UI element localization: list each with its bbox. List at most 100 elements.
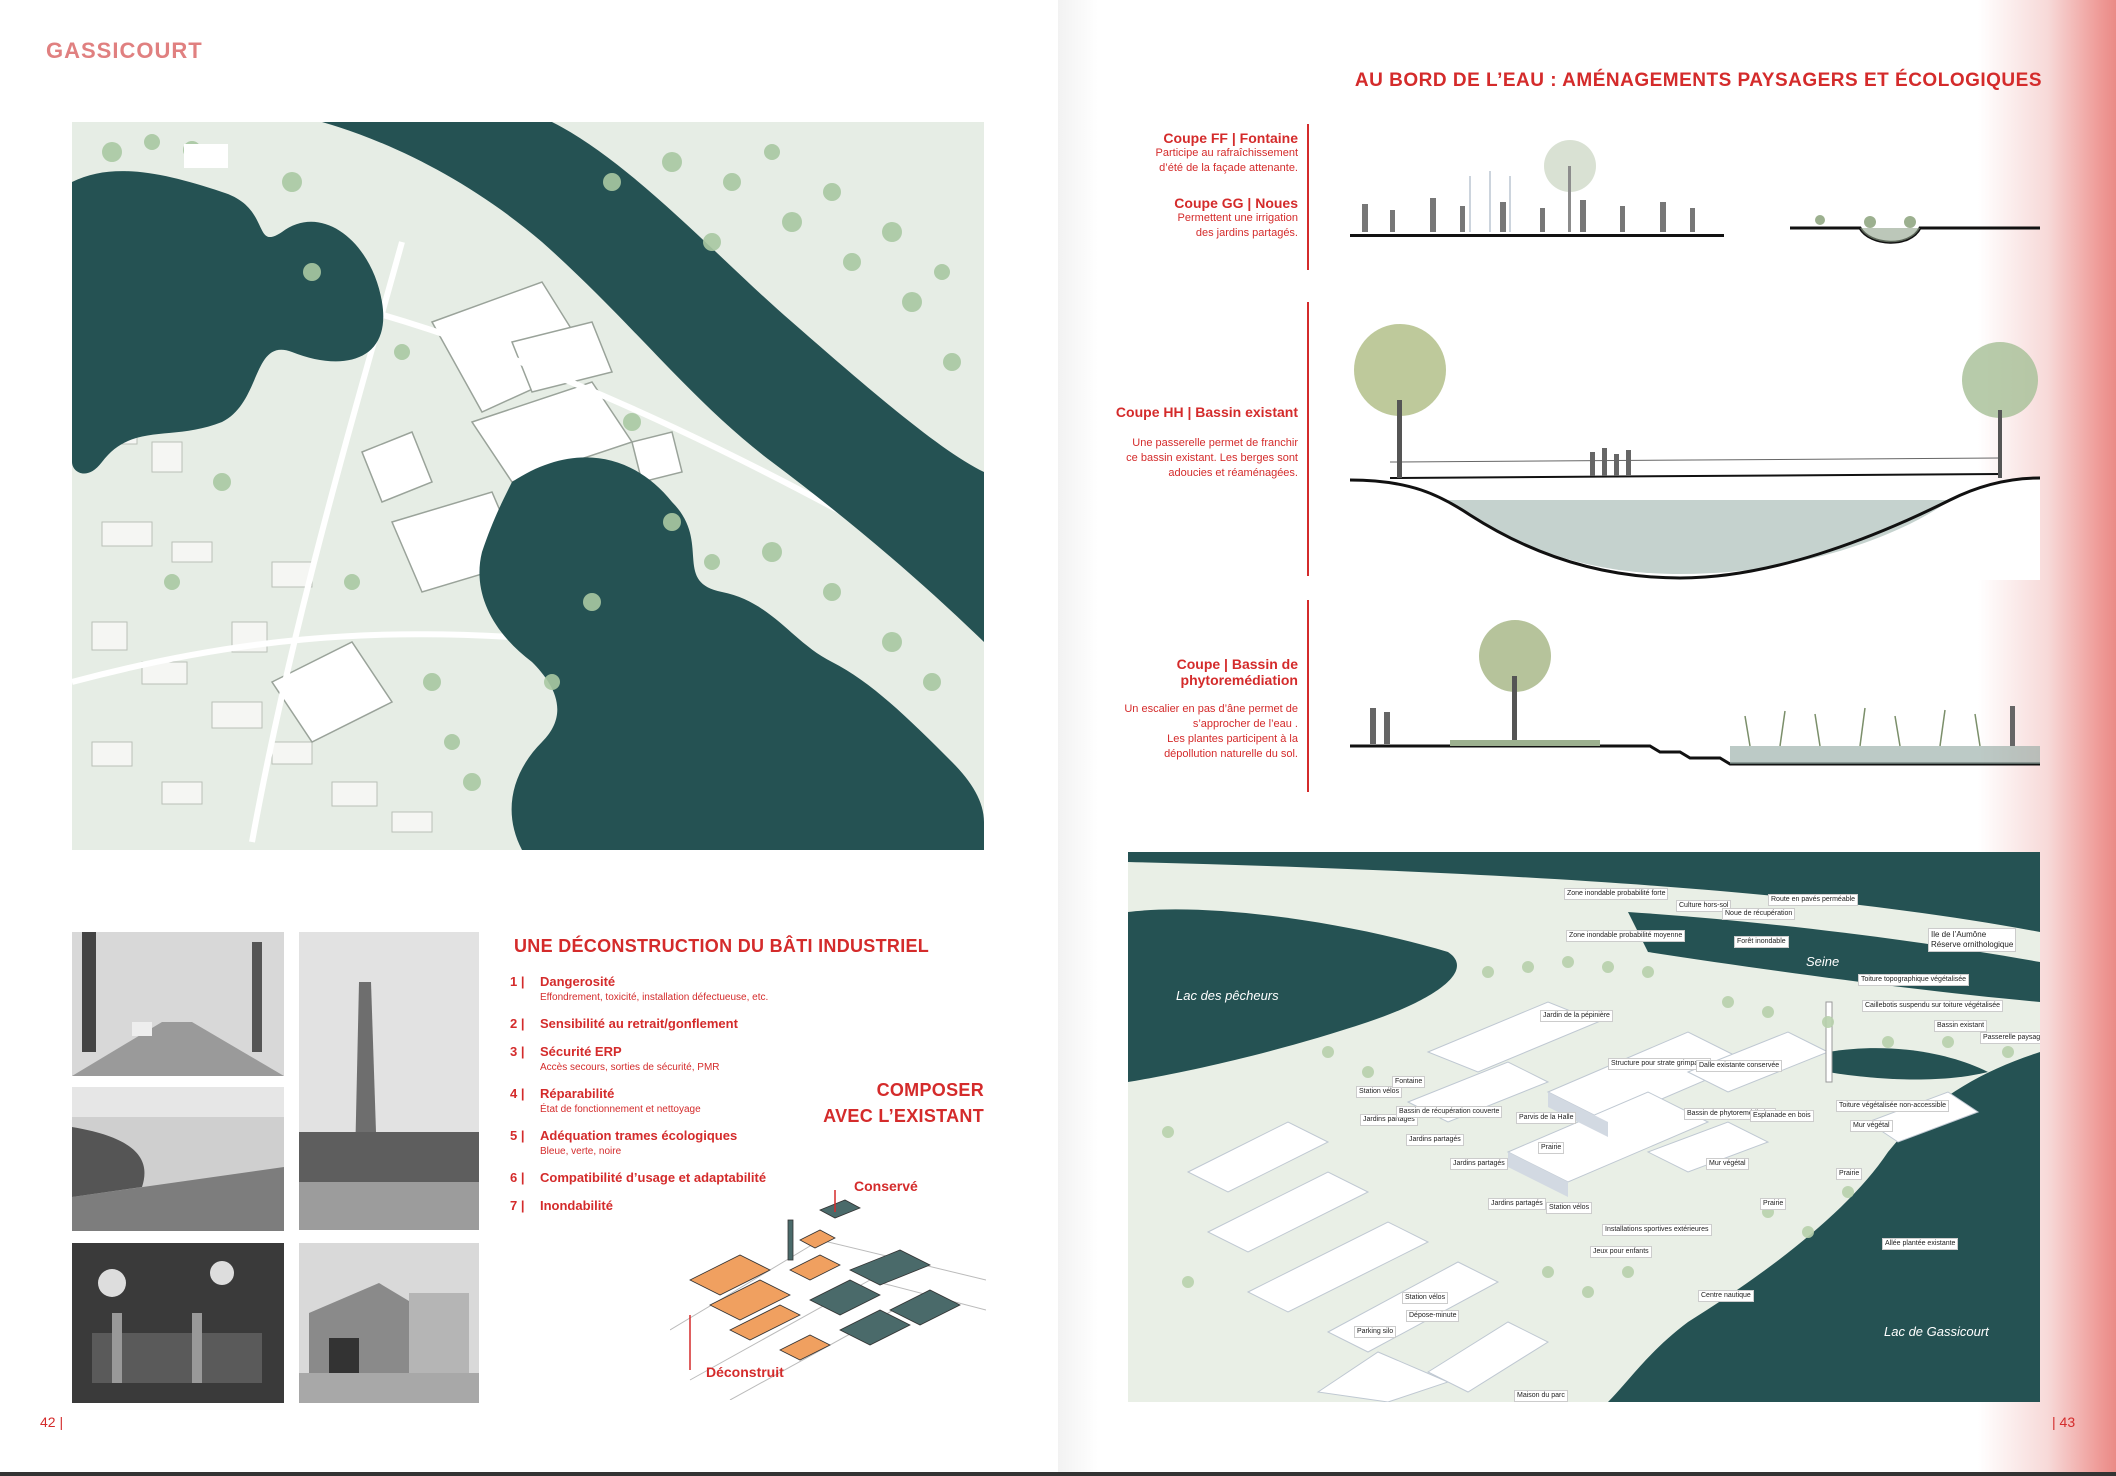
section-title: Coupe | Bassin de [1176,656,1298,672]
annotation-label: Mur végétal [1850,1120,1893,1132]
section-title: Coupe HH | Bassin existant [1115,404,1298,420]
composer-title-line2: AVEC L’EXISTANT [823,1106,984,1126]
section-desc-line: Une passerelle permet de franchir [1132,437,1298,449]
annotation-label: Route en pavés perméable [1768,894,1859,906]
photo-warehouse [299,1243,479,1403]
road-photo [72,1087,284,1231]
interior-photo [72,1243,284,1403]
section-caption-gg: Coupe GG | Noues Permettent une irrigati… [1038,195,1298,241]
annotation-label: Jardins partagés [1406,1134,1464,1146]
annotation-label: Dalle existante conservée [1696,1060,1783,1072]
criterion-number: 1 | [510,974,525,989]
annotation-label: Jeux pour enfants [1590,1246,1652,1258]
criterion-number: 6 | [510,1170,525,1185]
section-desc-line: adoucies et réaménagées. [1168,467,1298,479]
criterion-number: 7 | [510,1198,525,1213]
criterion-title: Inondabilité [540,1198,613,1213]
criterion-title: Dangerosité [540,974,616,989]
conserve-label: Conservé [854,1178,918,1194]
ile-label-line2: Réserve ornithologique [1931,940,2014,949]
criterion-detail: Effondrement, toxicité, installation déf… [540,992,769,1003]
section-ff-gg-svg [1350,140,2040,244]
annotation-label: Toiture topographique végétalisée [1858,974,1970,986]
section-desc-line: Les plantes participent à la [1167,733,1298,745]
site-plan-drawing [72,122,984,850]
section-hh-svg [1350,324,2040,580]
annotation-label: Prairie [1760,1198,1787,1210]
annotation-label: Zone inondable probabilité forte [1564,888,1669,900]
annotation-label: Structure pour strate grimpante [1608,1058,1711,1070]
divider-line [1307,600,1309,792]
criterion-title: Compatibilité d’usage et adaptabilité [540,1170,767,1185]
annotation-label: Prairie [1538,1142,1565,1154]
section-desc-line: Participe au rafraîchissement [1155,147,1298,159]
axonometric-inset: Conservé Déconstruit [669,1178,987,1401]
section-desc-line: des jardins partagés. [1195,227,1298,239]
section-title-line2: phytoremédiation [1180,672,1298,688]
annotation-label: Fontaine [1392,1076,1426,1088]
criterion-title: Sensibilité au retrait/gonflement [540,1016,738,1031]
place-lac-pecheurs: Lac des pêcheurs [1176,988,1279,1003]
annotation-label: Station vélos [1402,1292,1449,1304]
criterion-title: Sécurité ERP [540,1044,622,1059]
photo-chimney [299,932,479,1230]
annotation-label: Culture hors-sol [1676,900,1732,912]
criterion-number: 5 | [510,1128,525,1143]
annotation-label: Centre nautique [1698,1290,1754,1302]
annotation-label: Bassin de récupération couverte [1396,1106,1503,1118]
annotation-label: Caillebotis suspendu sur toiture végétal… [1862,1000,2004,1012]
criterion-title: Réparabilité [540,1086,615,1101]
place-lac-gassicourt: Lac de Gassicourt [1884,1324,1989,1339]
annotation-label: Jardins partagés [1488,1198,1546,1210]
annotation-label: Installations sportives extérieures [1602,1224,1712,1236]
section-desc-line: Un escalier en pas d’âne permet de [1124,703,1298,715]
section-caption-hh: Coupe HH | Bassin existant Une passerell… [1018,404,1298,481]
section-hh-drawing [1350,310,2040,580]
annotation-label: Allée plantée existante [1882,1238,1959,1250]
annotation-label: Parking silo [1354,1326,1397,1338]
annotation-label: Maison du parc [1514,1390,1568,1402]
annotation-label: Jardins partagés [1450,1158,1508,1170]
page-title: AU BORD DE L’EAU : AMÉNAGEMENTS PAYSAGER… [1354,70,2042,91]
criterion-number: 4 | [510,1086,525,1101]
annotation-label: Forêt inondable [1734,936,1789,948]
site-plan-map [72,122,984,850]
criterion-title: Adéquation trames écologiques [540,1128,738,1143]
annotation-label: Prairie [1836,1168,1863,1180]
photo-road-embankment [72,1087,284,1231]
criterion-number: 3 | [510,1044,525,1059]
section-ff-gg-drawing [1350,136,2040,246]
section-desc-line: ce bassin existant. Les berges sont [1126,452,1298,464]
ile-label: Ile de l’Aumône Réserve ornithologique [1928,928,2017,952]
annotation-label: Parvis de la Halle [1516,1112,1577,1124]
annotation-label: Mur végétal [1706,1158,1749,1170]
divider-line [1307,302,1309,576]
annotation-label: Station vélos [1356,1086,1403,1098]
axo-drawing [1128,852,2040,1402]
annotation-label: Esplanade en bois [1750,1110,1814,1122]
annotation-label: Toiture végétalisée non-accessible [1836,1100,1950,1112]
axonometric-masterplan: Lac des pêcheurs Seine Lac de Gassicourt… [1128,852,2040,1402]
annotation-label: Passerelle paysagère [1980,1032,2040,1044]
section-title: GASSICOURT [46,38,203,63]
left-page: GASSICOURT [40,38,987,1430]
divider-line [1307,124,1309,270]
section-caption-ff: Coupe FF | Fontaine Participe au rafraîc… [1038,130,1298,176]
annotation-label: Noue de récupération [1722,908,1796,920]
place-seine: Seine [1806,954,1840,969]
section-title: Coupe GG | Noues [1174,195,1298,211]
section-phyto-svg [1350,620,2040,766]
annotation-label: Jardin de la pépinière [1540,1010,1613,1022]
photo-industrial-interior [72,1243,284,1403]
section-phyto-drawing [1350,596,2040,776]
street-photo [72,932,284,1076]
composer-title-line1: COMPOSER [876,1080,984,1100]
section-title: Coupe FF | Fontaine [1163,130,1298,146]
bottom-border [0,1472,2116,1476]
section-desc-line: d’été de la façade attenante. [1159,162,1298,174]
page-number-right: | 43 [2052,1414,2076,1430]
criterion-detail: Accès secours, sorties de sécurité, PMR [540,1062,720,1073]
deconstruction-title: UNE DÉCONSTRUCTION DU BÂTI INDUSTRIEL [514,936,930,956]
inset-drawing [669,1190,987,1401]
